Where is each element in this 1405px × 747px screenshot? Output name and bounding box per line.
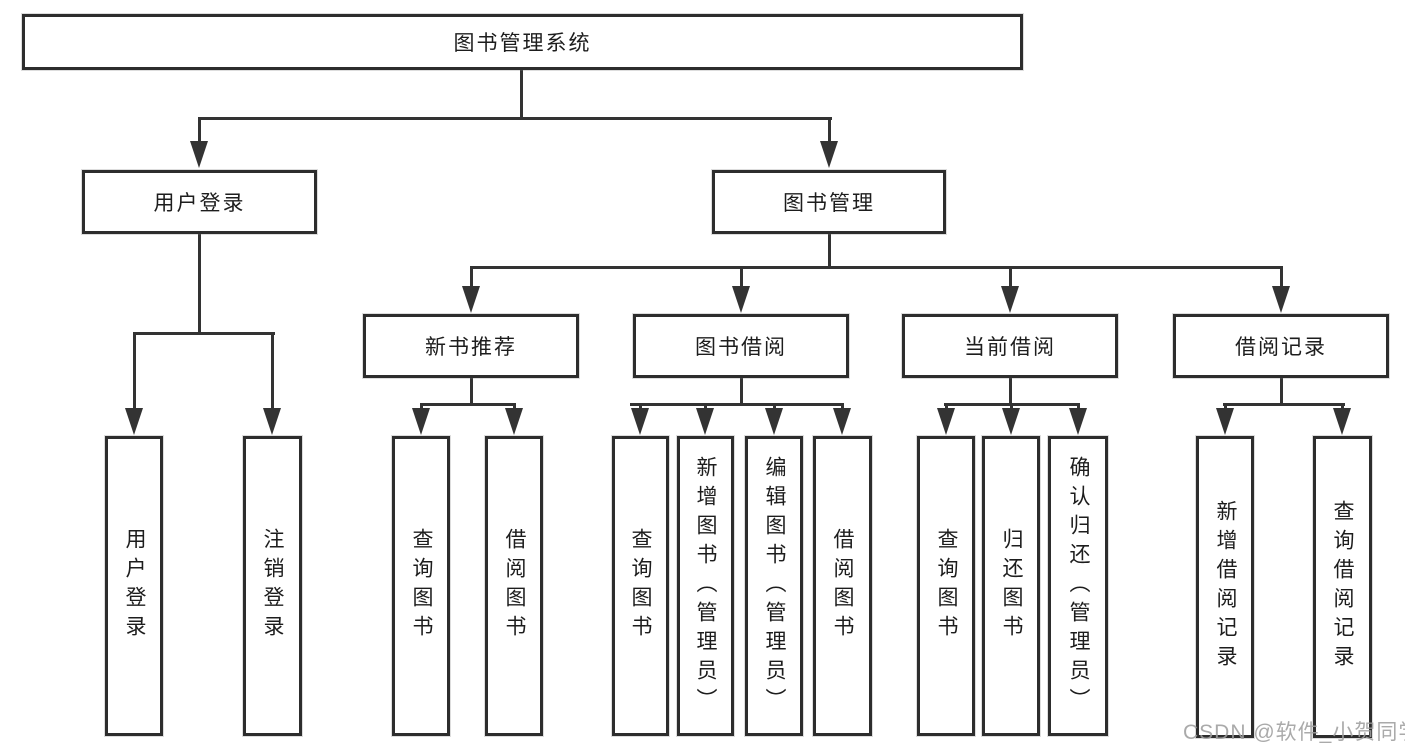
node-borrowing-records: 借阅记录 — [1173, 314, 1389, 378]
connector-line — [198, 117, 832, 120]
node-leaf-return-book: 归还图书 — [982, 436, 1040, 736]
node-leaf-edit-book: 编辑图书（管理员） — [745, 436, 803, 736]
node-root: 图书管理系统 — [22, 14, 1023, 70]
arrow-down-icon — [631, 408, 649, 435]
connector-line — [828, 119, 831, 146]
arrow-down-icon — [190, 141, 208, 168]
connector-line — [1280, 268, 1283, 290]
connector-line — [470, 268, 473, 290]
arrow-down-icon — [1216, 408, 1234, 435]
arrow-down-icon — [696, 408, 714, 435]
node-leaf-query-book-3: 查询图书 — [917, 436, 975, 736]
connector-line — [520, 70, 523, 119]
arrow-down-icon — [1069, 408, 1087, 435]
connector-line — [1009, 268, 1012, 290]
node-book-management: 图书管理 — [712, 170, 946, 234]
node-leaf-confirm-return: 确认归还（管理员） — [1048, 436, 1108, 736]
arrow-down-icon — [820, 141, 838, 168]
connector-line — [1223, 403, 1345, 406]
node-leaf-borrow-book-2: 借阅图书 — [813, 436, 872, 736]
arrow-down-icon — [1272, 286, 1290, 313]
node-leaf-query-record: 查询借阅记录 — [1313, 436, 1372, 738]
arrow-down-icon — [937, 408, 955, 435]
arrow-down-icon — [263, 408, 281, 435]
connector-line — [740, 378, 743, 405]
node-leaf-borrow-book-1: 借阅图书 — [485, 436, 543, 736]
connector-line — [828, 234, 831, 268]
node-current-borrowing: 当前借阅 — [902, 314, 1118, 378]
node-new-book-recommend: 新书推荐 — [363, 314, 579, 378]
connector-line — [133, 334, 136, 410]
node-leaf-query-book-2: 查询图书 — [612, 436, 669, 736]
connector-line — [271, 334, 274, 410]
connector-line — [1009, 378, 1012, 405]
arrow-down-icon — [505, 408, 523, 435]
arrow-down-icon — [462, 286, 480, 313]
node-leaf-user-login: 用户登录 — [105, 436, 163, 736]
node-leaf-logout: 注销登录 — [243, 436, 302, 736]
csdn-watermark: CSDN @软件_小贺同学 — [1183, 721, 1405, 744]
connector-line — [133, 332, 275, 335]
connector-line — [198, 119, 201, 146]
connector-line — [198, 234, 201, 334]
arrow-down-icon — [125, 408, 143, 435]
arrow-down-icon — [732, 286, 750, 313]
node-book-borrowing: 图书借阅 — [633, 314, 849, 378]
arrow-down-icon — [412, 408, 430, 435]
connector-line — [740, 268, 743, 290]
connector-line — [470, 266, 1283, 269]
node-user-login: 用户登录 — [82, 170, 317, 234]
connector-line — [630, 403, 844, 406]
arrow-down-icon — [1001, 286, 1019, 313]
node-leaf-query-book-1: 查询图书 — [392, 436, 450, 736]
node-leaf-add-book: 新增图书（管理员） — [677, 436, 734, 736]
connector-line — [420, 403, 516, 406]
node-leaf-add-record: 新增借阅记录 — [1196, 436, 1254, 738]
arrow-down-icon — [833, 408, 851, 435]
connector-line — [1280, 378, 1283, 405]
arrow-down-icon — [1002, 408, 1020, 435]
connector-line — [470, 378, 473, 405]
arrow-down-icon — [765, 408, 783, 435]
arrow-down-icon — [1333, 408, 1351, 435]
